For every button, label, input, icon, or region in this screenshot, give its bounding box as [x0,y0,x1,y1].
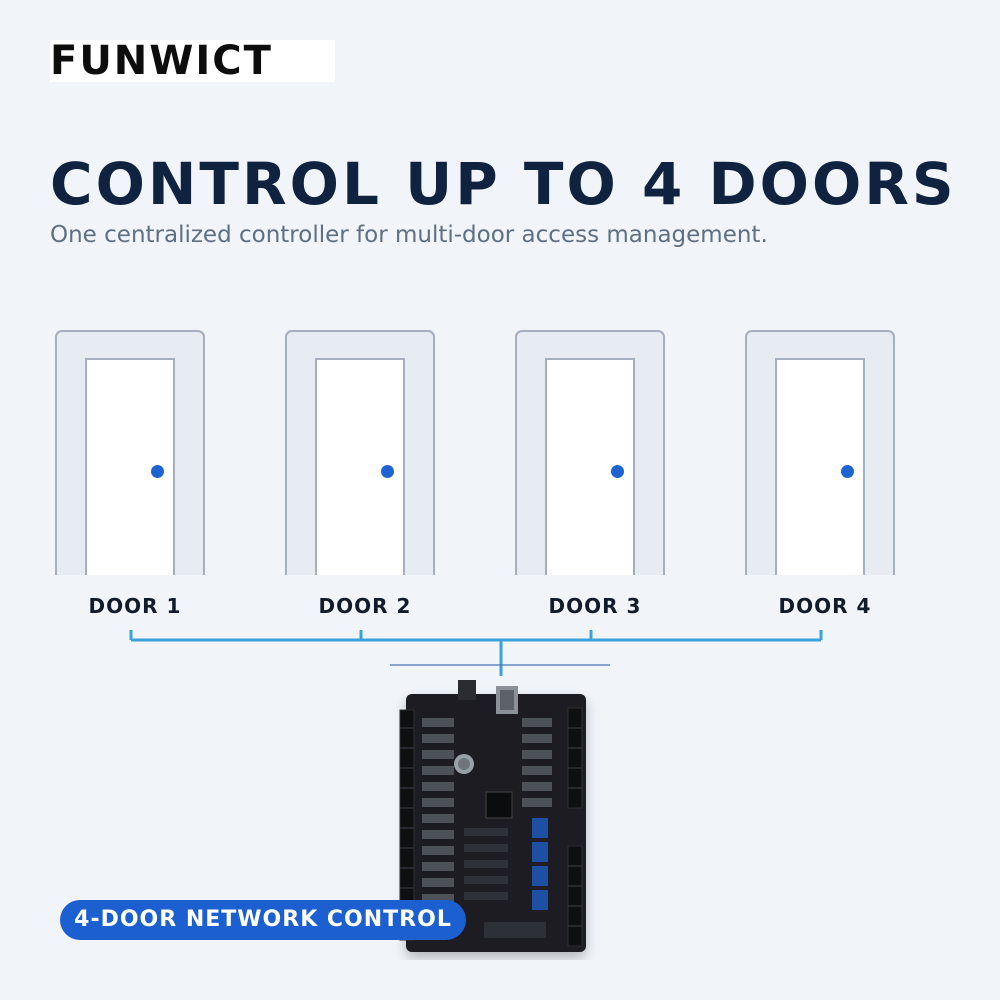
door-4-illustration [745,330,895,575]
door-knob-icon [381,465,394,478]
door-panel [85,358,175,575]
door-knob-icon [841,465,854,478]
door-2-illustration [285,330,435,575]
door-4-label: DOOR 4 [778,594,872,618]
door-knob-icon [611,465,624,478]
page-title: CONTROL UP TO 4 DOORS [50,150,957,218]
door-knob-icon [151,465,164,478]
door-wiring-diagram [129,630,823,676]
page-subtitle: One centralized controller for multi-doo… [50,222,768,248]
door-3-label: DOOR 3 [548,594,642,618]
door-2-label: DOOR 2 [318,594,412,618]
door-1-label: DOOR 1 [88,594,182,618]
door-panel [775,358,865,575]
controller-badge: 4-DOOR NETWORK CONTROL [60,900,466,940]
door-panel [545,358,635,575]
door-1-illustration [55,330,205,575]
brand-logo: FUNWICT [50,40,335,82]
door-3-illustration [515,330,665,575]
door-panel [315,358,405,575]
access-controller-board [399,680,586,952]
